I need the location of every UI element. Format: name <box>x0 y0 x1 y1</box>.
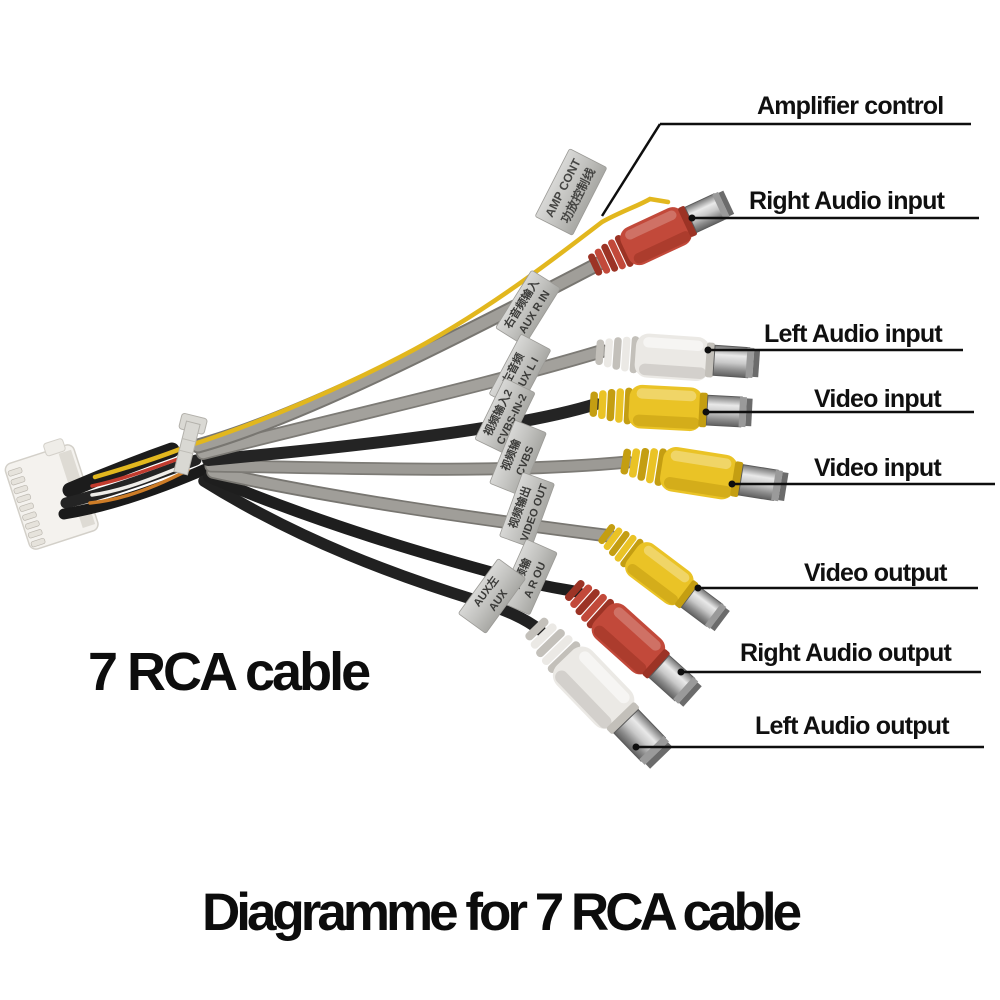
cable-tag-amp-cont: AMP CONT 功放控制线 <box>535 148 607 236</box>
annotation-leader-amplifier-control <box>600 123 662 217</box>
annotation-label-amplifier-control: Amplifier control <box>757 92 944 120</box>
connector-pins <box>7 467 46 548</box>
rca-jack-right-audio-output <box>564 580 702 707</box>
diagram-title: Diagramme for 7 RCA cable <box>201 883 802 942</box>
cable-left-audio-input <box>197 345 608 459</box>
annotation-label-video-input-2: Video input <box>814 454 942 482</box>
rca-jack-video-input-1 <box>589 384 753 432</box>
amplifier-control-wire <box>92 196 671 480</box>
cable-video-output <box>208 467 615 541</box>
annotation-label-video-output: Video output <box>804 559 948 587</box>
cable-left-audio-output <box>198 475 546 636</box>
cables <box>190 256 635 636</box>
rca-jack-left-audio-output <box>525 617 673 769</box>
annotation-lines <box>600 122 995 751</box>
annotation-label-left-audio-output: Left Audio output <box>755 712 950 740</box>
annotation-label-video-input-1: Video input <box>814 385 942 413</box>
product-caption: 7 RCA cable <box>88 642 371 702</box>
rca-jack-video-output <box>598 524 730 632</box>
rca-jack-left-audio-input <box>595 333 761 382</box>
cable-video-input-2 <box>206 457 633 475</box>
rca-jack-right-audio-input <box>588 190 735 276</box>
annotation-label-right-audio-input: Right Audio input <box>749 187 945 215</box>
cable-right-audio-output <box>203 471 584 598</box>
annotation-label-left-audio-input: Left Audio input <box>764 320 943 348</box>
annotation-label-right-audio-output: Right Audio output <box>740 639 952 667</box>
cable-tag-cvbs-in: 视频输 CVBS <box>489 420 547 496</box>
cable-video-input-1 <box>202 398 602 466</box>
rca-jack-video-input-2 <box>620 447 789 502</box>
cable-tie <box>173 412 208 476</box>
